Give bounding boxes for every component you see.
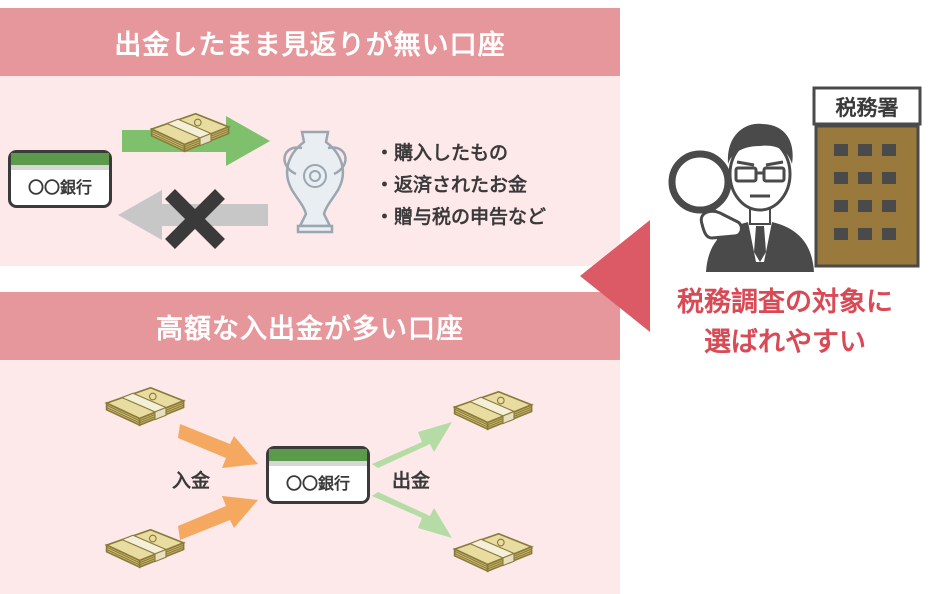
list-item: ・購入したもの <box>375 142 509 164</box>
cash-icon <box>105 528 185 568</box>
cross-mark-icon <box>165 189 225 249</box>
deposit-label: 入金 <box>172 470 211 492</box>
bank-card: 〇〇銀行 <box>266 446 370 504</box>
withdrawal-arrow-icon <box>372 492 452 538</box>
list-item: ・贈与税の申告など <box>375 206 547 228</box>
bottom-section-title: 高額な入出金が多い口座 <box>0 292 620 360</box>
result-text-line2: 選ばれやすい <box>704 327 866 358</box>
cash-icon <box>150 112 230 152</box>
bank-card: 〇〇銀行 <box>8 150 112 208</box>
list-item: ・返済されたお金 <box>375 174 528 196</box>
top-section-title: 出金したまま見返りが無い口座 <box>0 8 620 76</box>
withdrawal-label: 出金 <box>392 470 431 492</box>
tax-office-building: 税務署 <box>812 86 922 270</box>
cash-icon <box>453 390 533 430</box>
inspector-icon <box>668 123 814 272</box>
cash-icon <box>453 532 533 572</box>
withdrawal-arrow-icon <box>372 422 452 468</box>
deposit-arrow-icon <box>178 424 258 468</box>
building-icon <box>812 86 922 268</box>
bank-card-label: 〇〇銀行 <box>285 474 350 493</box>
tax-office-sign: 税務署 <box>835 96 899 120</box>
cash-icon <box>105 386 185 426</box>
result-text-line1: 税務調査の対象に <box>677 287 893 318</box>
deposit-arrow-icon <box>178 496 258 540</box>
vase-icon <box>283 130 347 234</box>
bank-card-label: 〇〇銀行 <box>27 178 92 197</box>
pointer-triangle-icon <box>580 220 650 332</box>
